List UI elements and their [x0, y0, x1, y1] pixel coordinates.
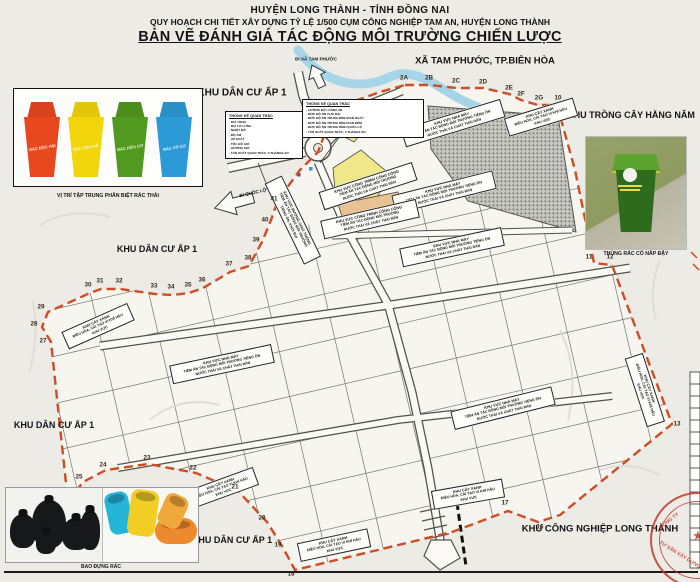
district-title: HUYỆN LONG THÀNH - TỈNH ĐỒNG NAI — [250, 5, 450, 16]
callout-item-list: - CƯỜNG ĐỘ LUỒNG XE- MỨC ĐỘ ỒN CỰC ĐẠI- … — [306, 108, 420, 135]
star-icon: ★ — [692, 528, 700, 544]
sheet-bottom-border — [4, 571, 698, 573]
callout-item-list: - BỤI TỔNG- BỤI LƠ LỬNG- NHIỆT ĐỘ- ĐỘ ẨM… — [229, 120, 299, 156]
bin-label: RÁC ĐỘC HẠI — [28, 142, 56, 152]
monitoring-item: - BỤI TỔNG — [229, 119, 247, 124]
monitoring-item: - TỐC ĐỘ GIÓ — [229, 141, 250, 146]
noise-monitoring-callout: THỐNG KÊ QUAN TRẮC - CƯỜNG ĐỘ LUỒNG XE- … — [302, 99, 424, 138]
bags-caption: BAO ĐỰNG RÁC — [81, 564, 121, 570]
monitoring-item: - MỨC ĐỘ ỒN TRUNG BÌNH BAN NGÀY — [306, 116, 364, 121]
monitoring-item: - BỤI LƠ LỬNG — [229, 123, 252, 128]
plan-subtitle: QUY HOẠCH CHI TIẾT XÂY DỰNG TỶ LỆ 1/500 … — [150, 17, 550, 27]
recycle-emblem-icon — [623, 168, 637, 182]
monitoring-item: - TẦN SUẤT QUAN TRẮC: 6 THÁNG/LẦN — [229, 150, 289, 155]
monitoring-item: - NHIỆT ĐỘ — [229, 128, 246, 133]
covered-bin-caption: THÙNG RÁC CÓ NẮP ĐẬY — [603, 251, 669, 257]
arrow-south-icon — [423, 539, 461, 571]
red-seal-stamp: ★ CÔNG TY TƯ VẤN XÂY DỰNG — [650, 492, 700, 582]
green-bin-icon — [610, 154, 662, 232]
arrow-north-icon — [308, 64, 327, 90]
edge-red-dashes — [690, 251, 700, 271]
waste-bin-icon: RÁC VÔ CƠ — [155, 102, 193, 178]
black-bags-image — [6, 488, 103, 562]
bin-label: RÁC VÔ CƠ — [162, 142, 186, 152]
bin-label: RÁC HỮU CƠ — [116, 142, 144, 152]
title-block: HUYỆN LONG THÀNH - TỈNH ĐỒNG NAI QUY HOẠ… — [0, 5, 700, 45]
monitoring-item: - TẦN SUẤT QUAN TRẮC: 6 THÁNG/LẦN — [306, 129, 366, 134]
monitoring-item: - ĐỘ ẨM — [229, 132, 242, 137]
waste-bin-icon: RÁC ĐỘC HẠI — [23, 102, 61, 178]
callout-title: THỐNG KÊ QUAN TRẮC — [306, 102, 350, 106]
bins-caption: VỊ TRÍ TẬP TRUNG PHÂN BIỆT RÁC THẢI — [57, 193, 159, 199]
garbage-bags-photo — [5, 487, 199, 563]
monitoring-item: - MỨC ĐỘ ỒN TRUNG BÌNH QUỐC LỘ — [306, 125, 362, 130]
waste-sorting-bins-photo: RÁC ĐỘC HẠI RÁC TÁI CHẾ RÁC HỮU CƠ RÁC VÔ C… — [13, 88, 203, 187]
monitoring-item: - ÁP SUẤT — [229, 137, 245, 142]
covered-bin-photo — [585, 136, 687, 250]
bin-label: RÁC TÁI CHẾ — [72, 142, 100, 152]
bag-rolls-image — [102, 488, 198, 562]
air-monitoring-callout: THỐNG KÊ QUAN TRẮC - BỤI TỔNG- BỤI LƠ LỬ… — [225, 111, 303, 159]
monitoring-item: - HƯỚNG GIÓ — [229, 146, 250, 151]
waste-bin-icon: RÁC TÁI CHẾ — [67, 102, 105, 178]
bins-row: RÁC ĐỘC HẠI RÁC TÁI CHẾ RÁC HỮU CƠ RÁC VÔ C… — [23, 102, 193, 178]
arrow-west-icon — [213, 190, 256, 216]
callout-title: THỐNG KÊ QUAN TRẮC — [229, 114, 273, 118]
monitoring-item: - MỨC ĐỘ ỒN CỰC ĐẠI — [306, 111, 341, 116]
monitoring-item: - MỨC ĐỘ ỒN TRUNG BÌNH BAN ĐÊM — [306, 120, 362, 125]
drawing-title: BẢN VẼ ĐÁNH GIÁ TÁC ĐỘNG MÔI TRƯỜNG CHIẾ… — [138, 29, 562, 45]
monitoring-item: - CƯỜNG ĐỘ LUỒNG XE — [306, 107, 343, 112]
waste-bin-icon: RÁC HỮU CƠ — [111, 102, 149, 178]
roundabout — [304, 134, 332, 162]
